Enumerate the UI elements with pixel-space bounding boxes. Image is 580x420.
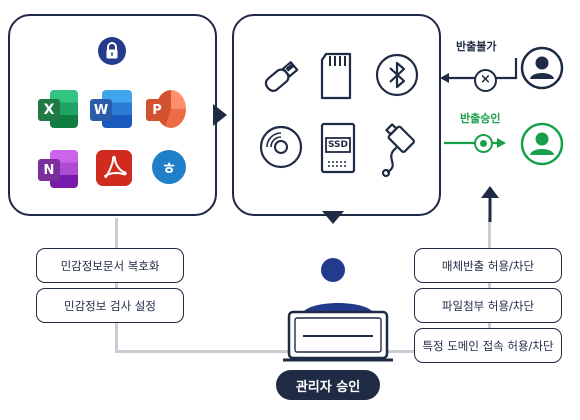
pointer-down-icon xyxy=(322,211,344,224)
pill-media-export-control: 매체반출 허용/차단 xyxy=(414,248,562,283)
approved-label: 반출승인 xyxy=(460,112,501,125)
arrow-up-icon xyxy=(481,186,499,222)
admin-person-icon xyxy=(321,258,345,282)
onenote-icon: N xyxy=(38,150,78,188)
onenote-letter: N xyxy=(43,162,55,178)
powerpoint-icon: P xyxy=(146,90,186,128)
pill-file-attach-control: 파일첨부 허용/차단 xyxy=(414,288,562,323)
admin-approval-label: 관리자 승인 xyxy=(295,379,361,395)
acrobat-icon xyxy=(96,150,132,186)
user-approved-icon xyxy=(520,122,564,166)
cd-disc-icon xyxy=(259,125,303,169)
connector-right-vertical xyxy=(488,218,491,348)
lock-icon xyxy=(98,37,126,65)
ssd-icon: SSD xyxy=(320,122,356,174)
storage-devices-panel xyxy=(232,14,441,216)
usb-cable-icon xyxy=(381,123,415,178)
excel-letter: X xyxy=(43,102,55,118)
approved-circle-icon xyxy=(474,134,493,153)
connector-bottom-horizontal xyxy=(115,350,415,353)
blocked-label: 반출불가 xyxy=(456,40,497,53)
connector-left-vertical xyxy=(115,218,118,353)
arrow-to-devices-icon xyxy=(213,104,227,126)
sd-card-icon xyxy=(320,52,352,100)
ssd-text: SSD xyxy=(327,140,349,150)
admin-approval-badge: 관리자 승인 xyxy=(276,370,380,400)
laptop-icon xyxy=(283,303,393,362)
hangul-icon: ㅎ xyxy=(152,150,186,184)
pill-decrypt-sensitive-docs: 민감정보문서 복호화 xyxy=(36,248,184,283)
pill-domain-access-control: 특정 도메인 접속 허용/차단 xyxy=(414,328,562,363)
usb-drive-icon xyxy=(264,61,299,92)
pill-sensitive-scan-settings: 민감정보 검사 설정 xyxy=(36,288,184,323)
hangul-letter: ㅎ xyxy=(161,159,177,178)
bluetooth-icon xyxy=(375,53,419,97)
blocked-flow xyxy=(440,58,518,83)
blocked-x-icon: × xyxy=(474,69,497,92)
excel-icon: X xyxy=(38,90,78,128)
word-icon: W xyxy=(90,90,132,128)
user-blocked-icon xyxy=(520,46,564,90)
word-letter: W xyxy=(93,102,109,118)
powerpoint-letter: P xyxy=(152,102,162,118)
